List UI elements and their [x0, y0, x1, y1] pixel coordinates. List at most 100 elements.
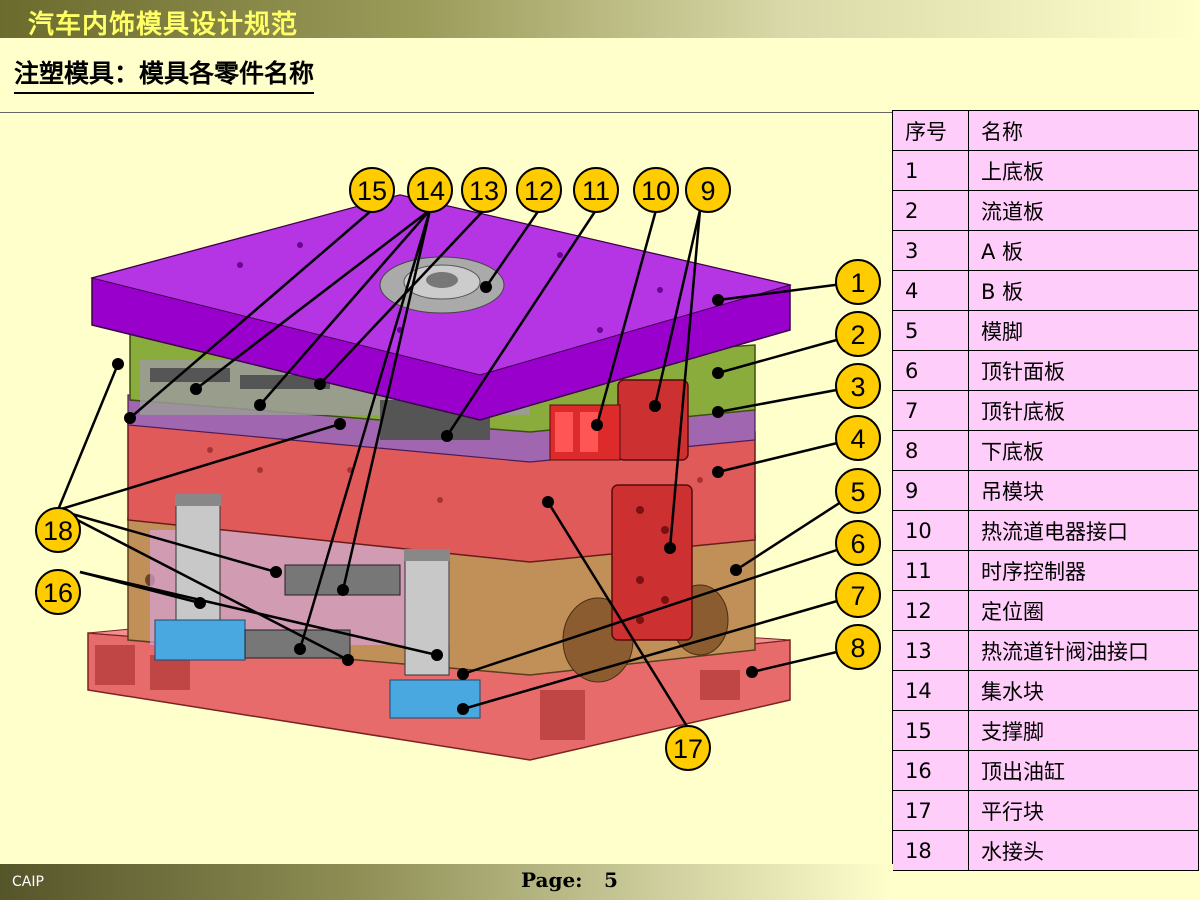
part-number-cell: 5 [892, 310, 969, 351]
header-number: 序号 [892, 110, 969, 151]
part-number-cell: 14 [892, 670, 969, 711]
footer-bar [0, 864, 893, 900]
part-name-cell: 集水块 [968, 670, 1199, 711]
callout-12: 12 [516, 167, 562, 213]
svg-text:17: 17 [673, 734, 703, 764]
part-name-cell: 平行块 [968, 790, 1199, 831]
callout-16: 16 [35, 569, 81, 615]
part-number-cell: 13 [892, 630, 969, 671]
callout-14: 14 [407, 167, 453, 213]
callout-7: 7 [835, 572, 881, 618]
callout-5: 5 [835, 468, 881, 514]
callout-17: 17 [665, 725, 711, 771]
svg-text:1: 1 [850, 268, 865, 298]
part-name-cell: 时序控制器 [968, 550, 1199, 591]
part-number-cell: 12 [892, 590, 969, 631]
part-number-cell: 7 [892, 390, 969, 431]
callout-2: 2 [835, 311, 881, 357]
part-number-cell: 11 [892, 550, 969, 591]
page-subtitle: 注塑模具：模具各零件名称 [14, 54, 315, 94]
svg-text:4: 4 [850, 424, 865, 454]
callout-3: 3 [835, 363, 881, 409]
footer-page-label: Page: [521, 868, 583, 892]
part-name-cell: 定位圈 [968, 590, 1199, 631]
svg-text:14: 14 [415, 176, 445, 206]
part-name-cell: A 板 [968, 230, 1199, 271]
part-name-cell: 顶出油缸 [968, 750, 1199, 791]
part-name-cell: 热流道针阀油接口 [968, 630, 1199, 671]
svg-text:13: 13 [469, 176, 499, 206]
part-number-cell: 15 [892, 710, 969, 751]
callout-15: 15 [349, 167, 395, 213]
callout-8: 8 [835, 624, 881, 670]
part-number-cell: 1 [892, 150, 969, 191]
svg-text:12: 12 [524, 176, 554, 206]
leader-lines [56, 209, 859, 729]
svg-text:10: 10 [641, 176, 671, 206]
part-number-cell: 4 [892, 270, 969, 311]
svg-text:6: 6 [850, 529, 865, 559]
callout-1: 1 [835, 259, 881, 305]
header-bar [0, 0, 1200, 38]
callout-6: 6 [835, 520, 881, 566]
part-name-cell: 顶针面板 [968, 350, 1199, 391]
callout-4: 4 [835, 415, 881, 461]
svg-text:7: 7 [850, 581, 865, 611]
part-name-cell: 水接头 [968, 830, 1199, 871]
hot-runner-connector-10 [549, 404, 621, 461]
callout-13: 13 [461, 167, 507, 213]
part-name-cell: 顶针底板 [968, 390, 1199, 431]
svg-text:15: 15 [357, 176, 387, 206]
svg-text:3: 3 [850, 372, 865, 402]
part-name-cell: 吊模块 [968, 470, 1199, 511]
footer-page-number: 5 [604, 868, 618, 892]
callout-18: 18 [35, 507, 81, 553]
divider [0, 112, 893, 113]
part-number-cell: 6 [892, 350, 969, 391]
part-name-cell: 上底板 [968, 150, 1199, 191]
leader-endpoints [112, 281, 758, 715]
header-title: 汽车内饰模具设计规范 [28, 10, 299, 40]
callout-11: 11 [573, 167, 619, 213]
part-number-cell: 2 [892, 190, 969, 231]
part-name-cell: 支撑脚 [968, 710, 1199, 751]
callout-9: 9 [685, 167, 731, 213]
part-name-cell: 热流道电器接口 [968, 510, 1199, 551]
callout-10: 10 [633, 167, 679, 213]
part-number-cell: 18 [892, 830, 969, 871]
svg-text:11: 11 [582, 176, 610, 206]
footer-brand: CAIP [12, 874, 44, 890]
part-name-cell: 流道板 [968, 190, 1199, 231]
part-name-cell: B 板 [968, 270, 1199, 311]
part-number-cell: 8 [892, 430, 969, 471]
svg-text:16: 16 [43, 578, 73, 608]
part-name-cell: 模脚 [968, 310, 1199, 351]
svg-text:9: 9 [700, 176, 715, 206]
part-number-cell: 3 [892, 230, 969, 271]
part-number-cell: 16 [892, 750, 969, 791]
part-number-cell: 9 [892, 470, 969, 511]
svg-text:5: 5 [850, 477, 865, 507]
header-name: 名称 [968, 110, 1199, 151]
svg-text:2: 2 [850, 320, 865, 350]
part-number-cell: 10 [892, 510, 969, 551]
